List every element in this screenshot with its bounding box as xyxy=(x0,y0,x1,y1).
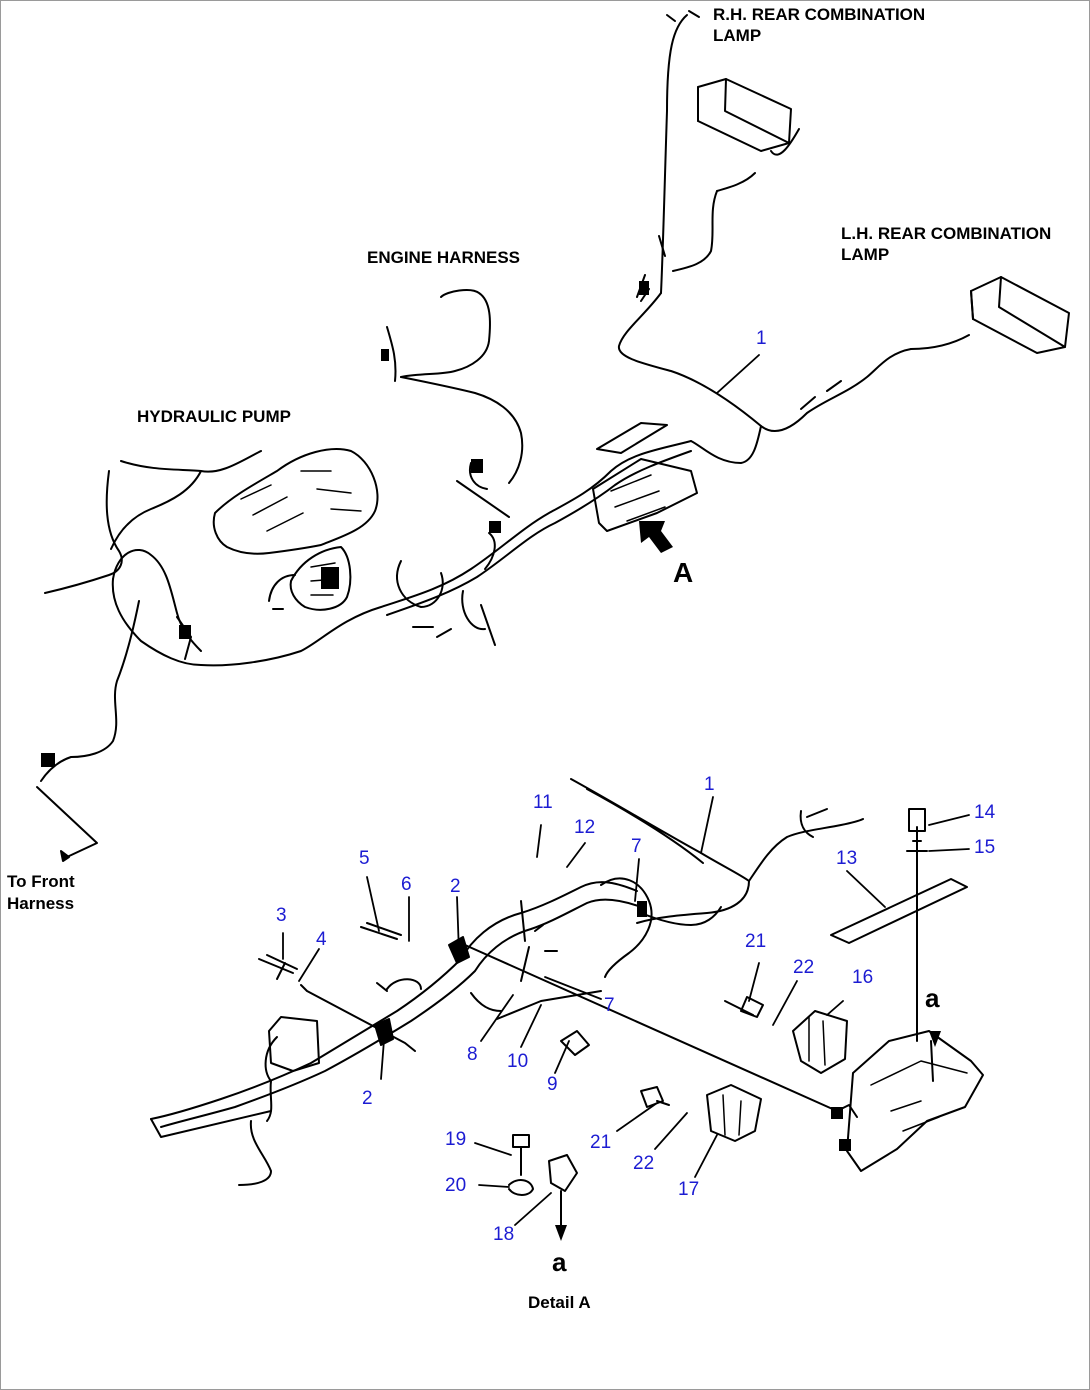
rh-lamp-label-line2: LAMP xyxy=(713,26,762,45)
detail-caption: Detail A xyxy=(528,1293,591,1312)
detail-a-letter-upper: a xyxy=(925,983,940,1013)
to-front-label-line2: Harness xyxy=(7,894,75,913)
view-a-arrow xyxy=(639,521,673,553)
callout-1-upper: 1 xyxy=(756,328,767,349)
callout-6: 6 xyxy=(401,874,412,895)
callout-21-lower: 21 xyxy=(590,1132,612,1153)
callout-8: 8 xyxy=(467,1044,478,1065)
callout-1-lower: 1 xyxy=(704,774,715,795)
callout-9: 9 xyxy=(547,1074,558,1095)
engine-harness xyxy=(400,289,491,378)
relay-17 xyxy=(706,1084,762,1142)
lower-main-harness xyxy=(150,881,638,1120)
callout-3: 3 xyxy=(276,905,287,926)
arrow-a-lower xyxy=(555,1225,567,1241)
engine-harness-label: ENGINE HARNESS xyxy=(367,248,521,267)
callout-2-upper: 2 xyxy=(450,876,461,897)
callout-4: 4 xyxy=(316,929,327,950)
bracket-a-lower xyxy=(846,1030,984,1172)
callout-14: 14 xyxy=(974,802,996,823)
to-front-label-line1: To Front xyxy=(7,872,75,891)
front-lead xyxy=(40,600,140,782)
lower-left-connector xyxy=(268,1016,320,1072)
callout-19: 19 xyxy=(445,1129,467,1150)
harness-1-lower xyxy=(570,778,750,882)
bracket-a-upper xyxy=(592,458,698,532)
callout-22-lower: 22 xyxy=(633,1153,655,1174)
callout-22-upper: 22 xyxy=(793,957,815,978)
callout-5: 5 xyxy=(359,848,370,869)
callout-21-upper: 21 xyxy=(745,931,767,952)
callout-20: 20 xyxy=(445,1175,467,1196)
connector-blobs xyxy=(41,281,851,1151)
main-upper-harness xyxy=(111,440,692,667)
callout-12: 12 xyxy=(574,817,596,838)
lh-lamp-label-line1: L.H. REAR COMBINATION xyxy=(841,224,1052,243)
rh-lamp-label-line1: R.H. REAR COMBINATION xyxy=(713,5,926,24)
view-a-label: A xyxy=(673,557,694,588)
tie-plate-13 xyxy=(830,878,968,944)
callout-7-upper: 7 xyxy=(631,836,642,857)
callout-2-lower: 2 xyxy=(362,1088,373,1109)
hydraulic-pump-body xyxy=(212,448,379,555)
callout-11: 11 xyxy=(533,792,553,813)
callout-13: 13 xyxy=(836,848,858,869)
hydraulic-pump-label: HYDRAULIC PUMP xyxy=(137,407,291,426)
callout-15: 15 xyxy=(974,837,996,858)
harness-1-upper xyxy=(617,292,912,432)
rh-lamp-lead xyxy=(660,14,688,294)
pump-wiring xyxy=(44,450,262,594)
callout-17: 17 xyxy=(678,1179,700,1200)
callout-7-lower: 7 xyxy=(604,995,615,1016)
leader-lines xyxy=(282,354,970,1226)
arrow-a-upper xyxy=(929,1031,941,1047)
callout-10: 10 xyxy=(507,1051,529,1072)
callout-16: 16 xyxy=(852,967,874,988)
relay-16 xyxy=(792,1010,848,1074)
callout-18: 18 xyxy=(493,1224,515,1245)
rh-lamp-housing xyxy=(697,78,792,152)
detail-a-letter-lower: a xyxy=(552,1247,567,1277)
lh-lamp-label-line2: LAMP xyxy=(841,245,890,264)
